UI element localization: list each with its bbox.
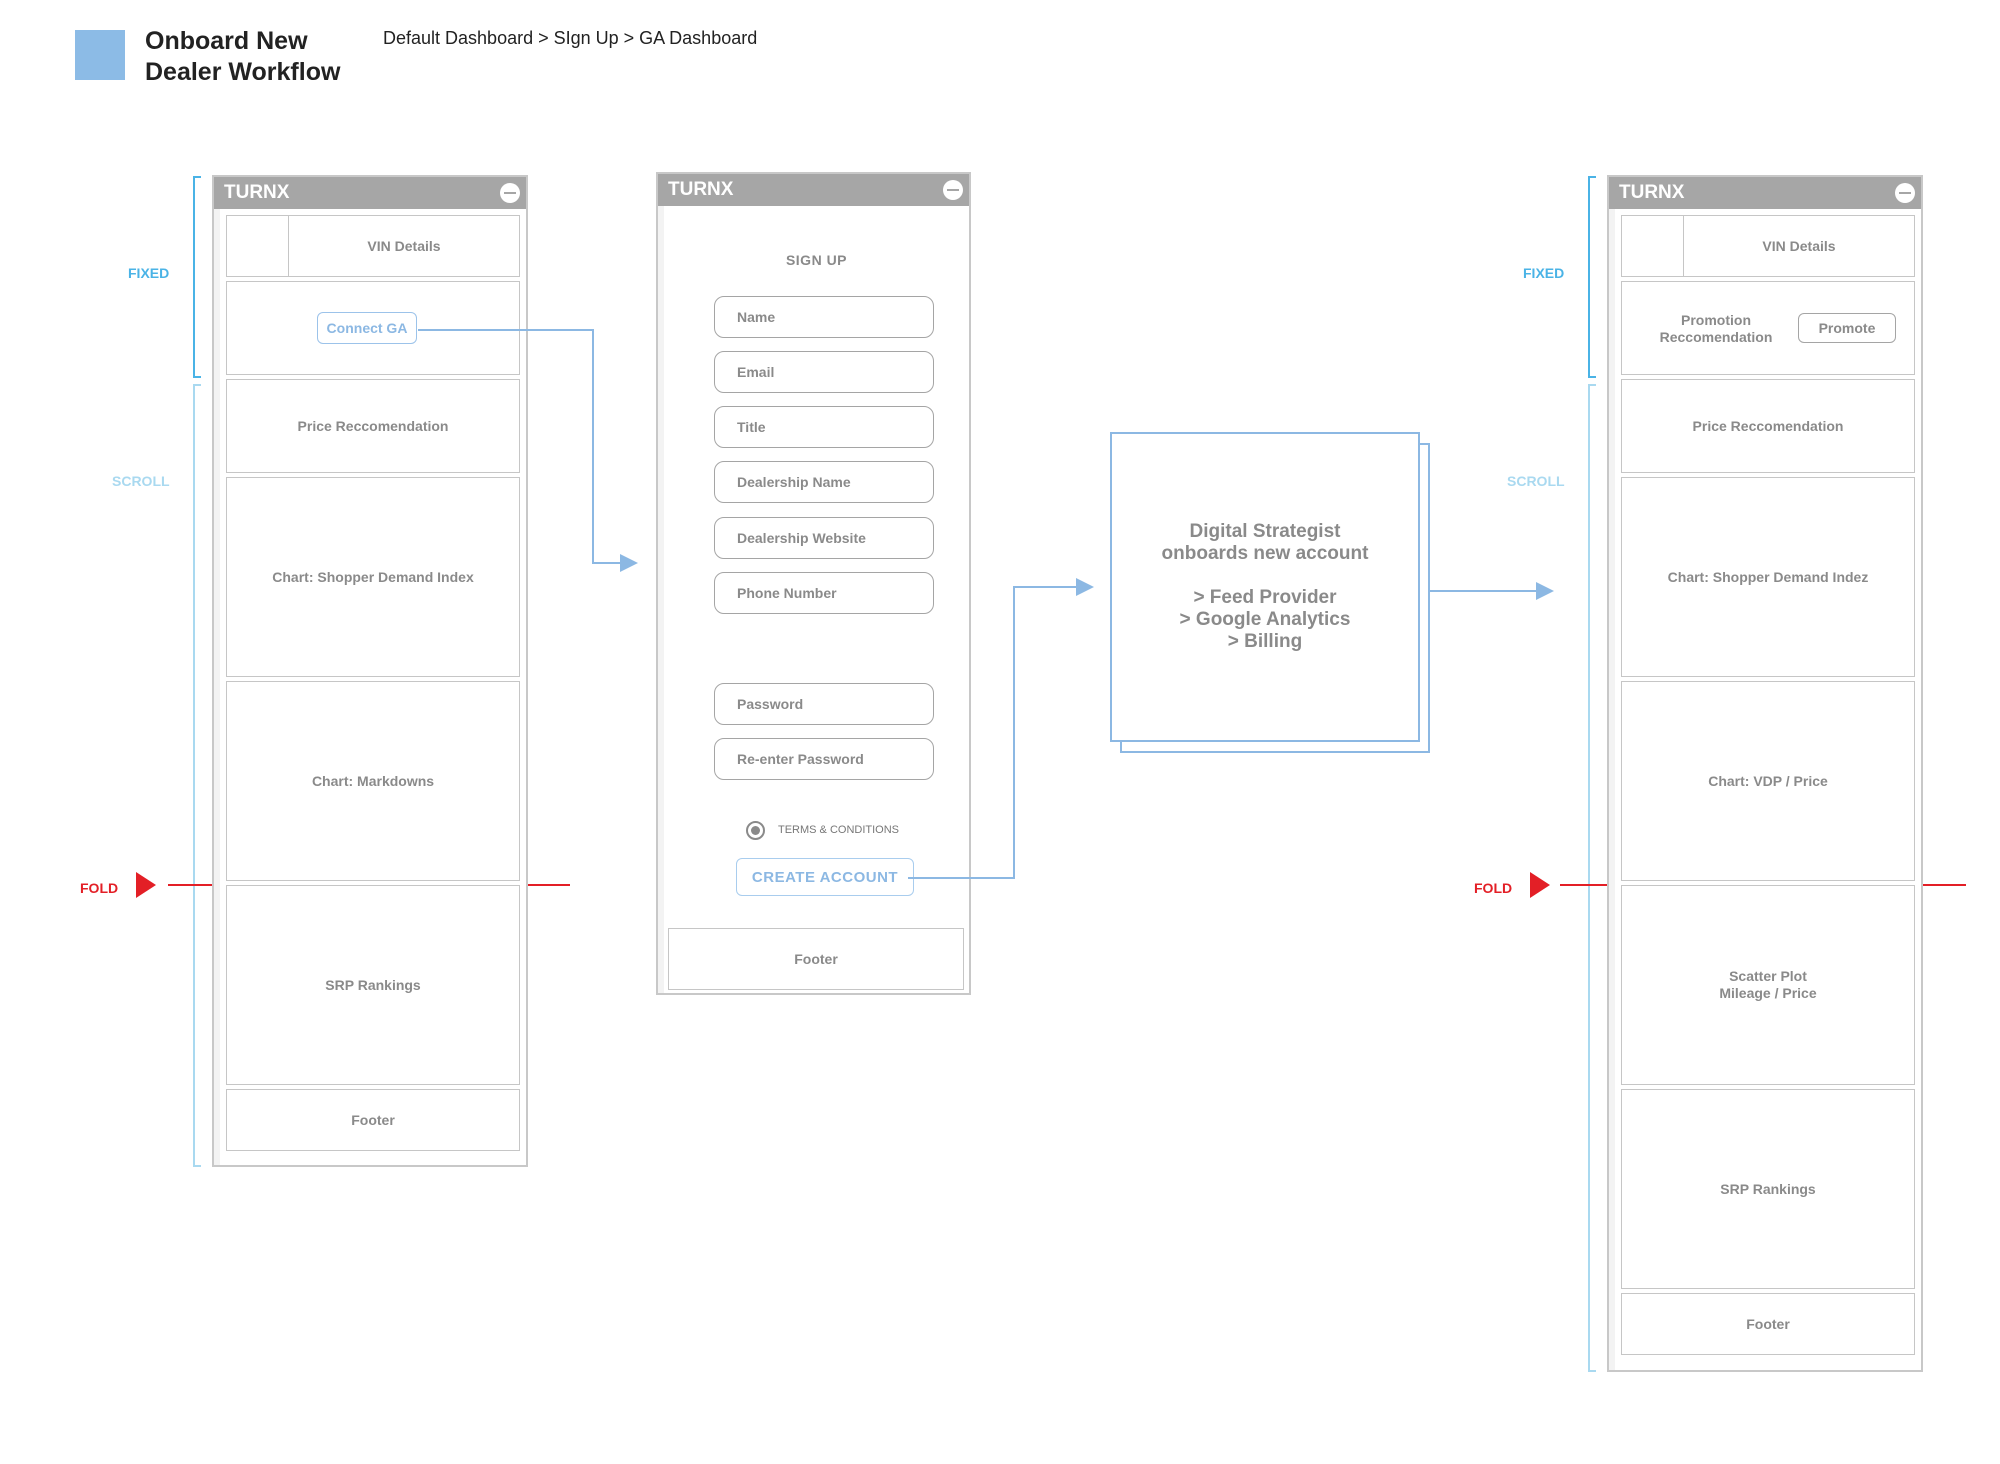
arrowhead-icon — [620, 554, 638, 572]
signup-heading: SIGN UP — [785, 252, 848, 268]
arrowhead-icon — [1076, 578, 1094, 596]
signup-phone: TURNX SIGN UP Name Email Title Dealershi… — [656, 172, 971, 995]
promote-button[interactable]: Promote — [1798, 313, 1896, 343]
markdowns-chart: Chart: Markdowns — [226, 681, 520, 881]
create-account-button[interactable]: CREATE ACCOUNT — [736, 858, 914, 896]
vin-thumbnail — [227, 216, 289, 276]
scroll-bracket-left — [193, 384, 201, 1167]
fixed-bracket-left — [193, 176, 201, 378]
terms-radio[interactable] — [746, 821, 765, 840]
promotion-reccomendation-label: Promotion Reccomendation — [1659, 312, 1773, 345]
vin-details-label: VIN Details — [1762, 237, 1836, 254]
menu-icon[interactable] — [500, 183, 520, 203]
arrowhead-icon — [1536, 582, 1554, 600]
page-title: Onboard New Dealer Workflow — [145, 27, 341, 86]
phone-header: TURNX — [1609, 177, 1921, 209]
phone-number-field[interactable]: Phone Number — [714, 572, 934, 614]
phone-content: VIN Details Promotion Reccomendation Pro… — [1615, 209, 1921, 1370]
app-logo: TURNX — [224, 182, 290, 203]
fold-arrow-left — [136, 872, 156, 898]
promotion-section: Promotion Reccomendation Promote — [1621, 281, 1915, 375]
fold-label-right: FOLD — [1474, 880, 1513, 896]
footer: Footer — [668, 928, 964, 990]
dealership-name-field[interactable]: Dealership Name — [714, 461, 934, 503]
fold-label-left: FOLD — [80, 880, 119, 896]
phone-content: VIN Details Connect GA Price Reccomendat… — [220, 209, 526, 1165]
footer: Footer — [1621, 1293, 1915, 1355]
vdp-price-chart: Chart: VDP / Price — [1621, 681, 1915, 881]
shopper-demand-chart: Chart: Shopper Demand Indez — [1621, 477, 1915, 677]
legend-square — [75, 30, 125, 80]
menu-icon[interactable] — [943, 180, 963, 200]
fixed-bracket-right — [1588, 176, 1596, 378]
scroll-label-right: SCROLL — [1507, 473, 1565, 489]
dealership-website-field[interactable]: Dealership Website — [714, 517, 934, 559]
menu-icon[interactable] — [1895, 183, 1915, 203]
connect-ga-button[interactable]: Connect GA — [317, 312, 417, 344]
connect-ga-section: Connect GA — [226, 281, 520, 375]
srp-rankings-section: SRP Rankings — [1621, 1089, 1915, 1289]
phone-header: TURNX — [658, 174, 969, 206]
name-field[interactable]: Name — [714, 296, 934, 338]
phone-header: TURNX — [214, 177, 526, 209]
signup-content: SIGN UP Name Email Title Dealership Name… — [664, 206, 969, 993]
scroll-label-left: SCROLL — [112, 473, 170, 489]
vin-details-label: VIN Details — [367, 237, 441, 254]
vin-details-section: VIN Details — [226, 215, 520, 277]
scatter-plot-section: Scatter Plot Mileage / Price — [1621, 885, 1915, 1085]
email-field[interactable]: Email — [714, 351, 934, 393]
title-field[interactable]: Title — [714, 406, 934, 448]
terms-label[interactable]: TERMS & CONDITIONS — [778, 824, 900, 836]
shopper-demand-chart: Chart: Shopper Demand Index — [226, 477, 520, 677]
scroll-bracket-right — [1588, 384, 1596, 1372]
fold-arrow-right — [1530, 872, 1550, 898]
password-field[interactable]: Password — [714, 683, 934, 725]
price-reccomendation-section: Price Reccomendation — [226, 379, 520, 473]
fixed-label-right: FIXED — [1523, 265, 1565, 281]
price-reccomendation-section: Price Reccomendation — [1621, 379, 1915, 473]
vin-details-section: VIN Details — [1621, 215, 1915, 277]
default-dashboard-phone: TURNX VIN Details Connect GA Price Recco… — [212, 175, 528, 1167]
ga-dashboard-phone: TURNX VIN Details Promotion Reccomendati… — [1607, 175, 1923, 1372]
reenter-password-field[interactable]: Re-enter Password — [714, 738, 934, 780]
footer: Footer — [226, 1089, 520, 1151]
breadcrumb: Default Dashboard > SIgn Up > GA Dashboa… — [383, 28, 758, 48]
strategist-box: Digital Strategist onboards new account … — [1110, 432, 1420, 742]
fixed-label-left: FIXED — [128, 265, 170, 281]
app-logo: TURNX — [668, 179, 734, 200]
srp-rankings-section: SRP Rankings — [226, 885, 520, 1085]
vin-thumbnail — [1622, 216, 1684, 276]
app-logo: TURNX — [1619, 182, 1685, 203]
